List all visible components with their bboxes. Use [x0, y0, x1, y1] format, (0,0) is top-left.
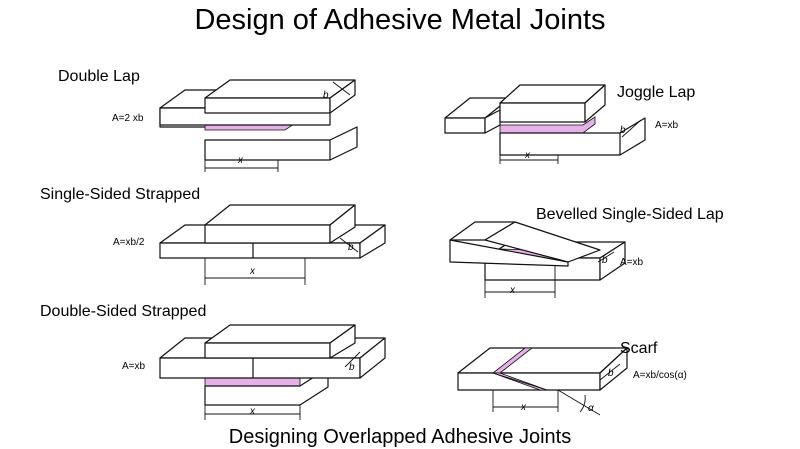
single-strapped-dim-b: b	[348, 242, 354, 253]
joggle-lap-formula: A=xb	[655, 120, 679, 131]
scarf-dim-x: x	[521, 402, 526, 413]
double-strapped-dim-b: b	[349, 362, 355, 373]
double-lap-formula: A=2 xb	[112, 113, 144, 124]
single-strapped-diagram	[159, 204, 386, 285]
scarf-diagram	[457, 347, 628, 416]
joggle-lap-label: Joggle Lap	[617, 84, 696, 101]
double-lap-label: Double Lap	[58, 68, 140, 85]
scarf-label: Scarf	[620, 340, 658, 357]
joggle-lap-diagram	[444, 84, 646, 164]
double-strapped-label: Double-Sided Strapped	[40, 303, 207, 320]
bevelled-lap-dim-x: x	[510, 285, 515, 296]
page-title: Design of Adhesive Metal Joints	[194, 4, 606, 36]
single-strapped-formula: A=xb/2	[113, 237, 145, 248]
double-lap-dim-b: b	[323, 90, 329, 101]
double-strapped-dim-x: x	[250, 406, 255, 417]
double-lap-dim-x: x	[238, 155, 243, 166]
double-lap-diagram	[159, 79, 358, 172]
bevelled-lap-label: Bevelled Single-Sided Lap	[536, 206, 724, 223]
double-strapped-formula: A=xb	[122, 361, 146, 372]
scarf-formula: A=xb/cos(α)	[633, 370, 687, 381]
scarf-dim-alpha: α	[588, 403, 594, 414]
double-strapped-diagram	[159, 324, 386, 420]
scarf-dim-b: b	[608, 368, 614, 379]
single-strapped-label: Single-Sided Strapped	[40, 186, 201, 203]
bottom-title: Designing Overlapped Adhesive Joints	[228, 426, 572, 448]
bevelled-lap-formula: A=xb	[620, 257, 644, 268]
joggle-lap-dim-x: x	[525, 150, 530, 161]
single-strapped-dim-x: x	[250, 266, 255, 277]
bevelled-lap-diagram	[449, 221, 626, 298]
bevelled-lap-dim-b: b	[602, 255, 608, 266]
joggle-lap-dim-b: b	[620, 125, 626, 136]
